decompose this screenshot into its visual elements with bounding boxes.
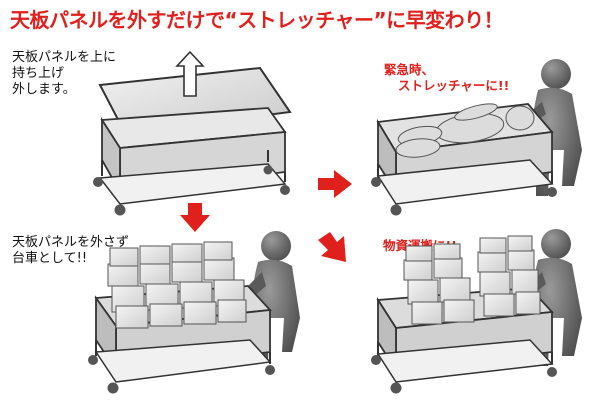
caption-line: 持ち上げ	[12, 66, 65, 81]
right-arrow-icon	[318, 170, 352, 198]
cart-panel-lifted	[93, 50, 292, 216]
caption-line: 緊急時、	[384, 62, 435, 77]
caption-line: 天板パネルを外さず	[12, 235, 130, 250]
caption-line: 天板パネルを上に	[12, 50, 117, 65]
caption-line: 台車として!!	[12, 251, 88, 266]
caption-use-as-cart: 天板パネルを外さず 台車として!!	[12, 235, 129, 267]
cart-with-boxes-left	[88, 231, 300, 394]
cart-stretcher	[371, 59, 582, 216]
cart-with-boxes-right	[371, 229, 582, 394]
caption-line: 外します。	[12, 82, 76, 97]
mannequin-icon	[395, 103, 535, 158]
caption-stretcher: 緊急時、 ストレッチャーに!!	[384, 62, 509, 94]
headline: 天板パネルを外すだけで“ストレッチャー”に早変わり！	[10, 8, 504, 32]
down-arrow-icon	[180, 203, 210, 232]
caption-remove-panel: 天板パネルを上に 持ち上げ 外します。	[12, 50, 116, 98]
caption-line: ストレッチャーに!!	[398, 78, 510, 93]
up-arrow-icon	[175, 50, 205, 97]
down-right-arrow-icon	[318, 232, 346, 262]
